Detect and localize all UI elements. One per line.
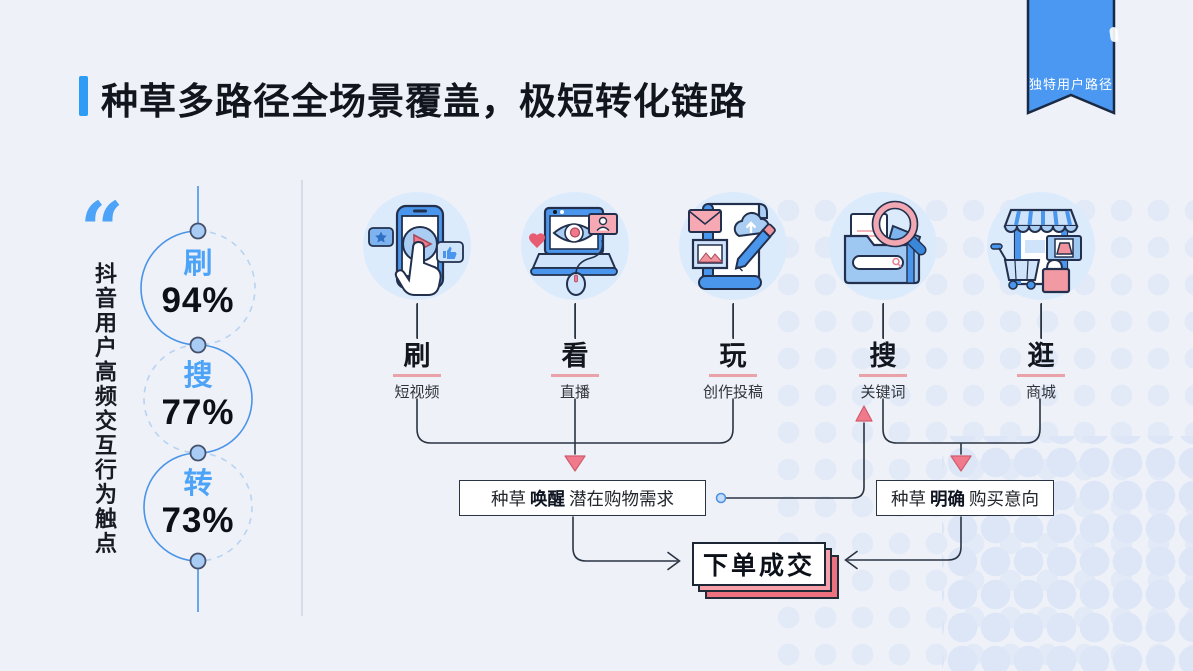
box-text-bold: 唤醒 bbox=[530, 488, 565, 509]
stat-value: 94% bbox=[161, 280, 235, 320]
channel-label: 直播 bbox=[559, 384, 590, 401]
stat-value: 73% bbox=[161, 500, 235, 540]
clear-intent-box: 种草 明确 购买意向 bbox=[876, 480, 1054, 516]
action-underline bbox=[709, 374, 757, 377]
path-item-swipe: 刷 短视频 bbox=[361, 190, 473, 402]
action-label: 看 bbox=[561, 341, 589, 371]
vertical-caption: 抖音用户高频交互行为触点 bbox=[92, 262, 117, 556]
stat-label: 刷 bbox=[183, 248, 213, 280]
channel-label: 商城 bbox=[1025, 384, 1056, 401]
page-title: 种草多路径全场景覆盖，极短转化链路 bbox=[101, 81, 747, 122]
channel-label: 关键词 bbox=[860, 384, 906, 401]
action-underline bbox=[551, 374, 599, 377]
box-text-prefix: 种草 bbox=[891, 488, 926, 509]
box-text-suffix: 潜在购物需求 bbox=[569, 488, 674, 509]
action-label: 玩 bbox=[719, 341, 747, 371]
box-text-prefix: 种草 bbox=[491, 488, 526, 509]
icon-stub-line bbox=[1040, 303, 1042, 339]
stat-label: 转 bbox=[183, 468, 213, 500]
scroll-create-icon bbox=[679, 192, 787, 300]
phone-swipe-icon bbox=[363, 192, 471, 300]
stat-label: 搜 bbox=[183, 360, 213, 392]
connector-dot bbox=[715, 492, 727, 504]
action-underline bbox=[859, 374, 907, 377]
stat-value: 77% bbox=[161, 392, 235, 432]
icon-stub-line bbox=[732, 303, 734, 339]
path-item-watch: 看 直播 bbox=[519, 190, 631, 402]
ribbon-bookmark bbox=[1026, 0, 1116, 115]
action-underline bbox=[1017, 374, 1065, 377]
laptop-live-icon bbox=[521, 192, 629, 300]
stat-sou: 搜 77% bbox=[138, 360, 258, 433]
folder-search-icon bbox=[829, 192, 937, 300]
halftone-dots-large bbox=[942, 436, 1193, 671]
action-underline bbox=[393, 374, 441, 377]
channel-label: 创作投稿 bbox=[702, 384, 763, 401]
shop-icon bbox=[987, 192, 1095, 300]
path-item-search: 搜 关键词 bbox=[827, 190, 939, 402]
action-label: 逛 bbox=[1027, 341, 1055, 371]
order-complete-box: 下单成交 bbox=[692, 542, 826, 586]
icon-stub-line bbox=[574, 303, 576, 339]
icon-stub-line bbox=[882, 303, 884, 339]
vertical-divider bbox=[301, 180, 303, 616]
title-accent-bar bbox=[79, 76, 88, 116]
box-text-suffix: 购买意向 bbox=[969, 488, 1039, 509]
channel-label: 短视频 bbox=[394, 384, 440, 401]
quote-icon: “ bbox=[80, 185, 124, 274]
box-text-bold: 明确 bbox=[930, 488, 965, 509]
path-item-create: 玩 创作投稿 bbox=[677, 190, 789, 402]
icon-stub-line bbox=[416, 303, 418, 339]
ribbon-label: 独特用户路径 bbox=[1028, 77, 1113, 92]
action-label: 刷 bbox=[403, 341, 431, 371]
action-label: 搜 bbox=[869, 341, 897, 371]
path-item-browse: 逛 商城 bbox=[985, 190, 1097, 402]
awaken-demand-box: 种草 唤醒 潜在购物需求 bbox=[459, 480, 706, 516]
stat-zhuan: 转 73% bbox=[138, 468, 258, 541]
stat-shua: 刷 94% bbox=[138, 248, 258, 321]
